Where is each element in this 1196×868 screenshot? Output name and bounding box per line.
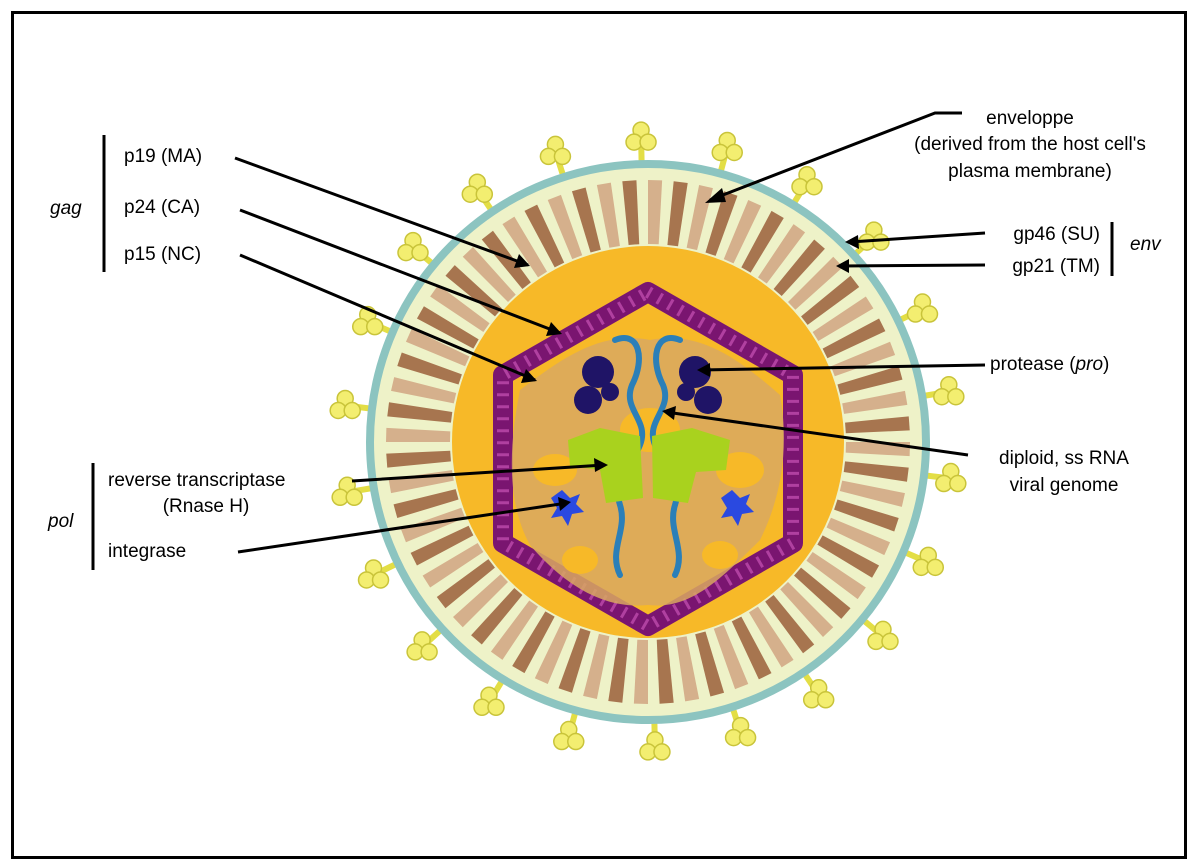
label-rt: reverse transcriptase (108, 470, 285, 491)
label-enveloppe: enveloppe (986, 108, 1074, 129)
label-p19: p19 (MA) (124, 146, 202, 167)
label-gp21: gp21 (TM) (1012, 256, 1100, 277)
label-protease-text: protease ( (990, 354, 1076, 375)
label-protease-pro: pro (1075, 354, 1103, 375)
leader-enveloppe (710, 113, 962, 200)
label-rna-line2: viral genome (1010, 475, 1119, 496)
label-enveloppe-line2: (derived from the host cell's (914, 134, 1146, 155)
label-p24: p24 (CA) (124, 197, 200, 218)
label-pol: pol (47, 511, 74, 532)
label-p15: p15 (NC) (124, 244, 201, 265)
leader-p19 (235, 158, 528, 265)
label-env: env (1130, 234, 1162, 255)
label-enveloppe-line3: plasma membrane) (948, 161, 1112, 182)
label-rna: diploid, ss RNA (999, 448, 1129, 469)
label-gp46: gp46 (SU) (1013, 224, 1100, 245)
label-gag: gag (50, 198, 82, 219)
label-protease: protease (pro) (990, 354, 1109, 375)
label-integrase: integrase (108, 541, 186, 562)
leader-gp21 (840, 265, 985, 266)
label-rt-line2: (Rnase H) (163, 496, 250, 517)
label-protease-close: ) (1103, 354, 1109, 375)
